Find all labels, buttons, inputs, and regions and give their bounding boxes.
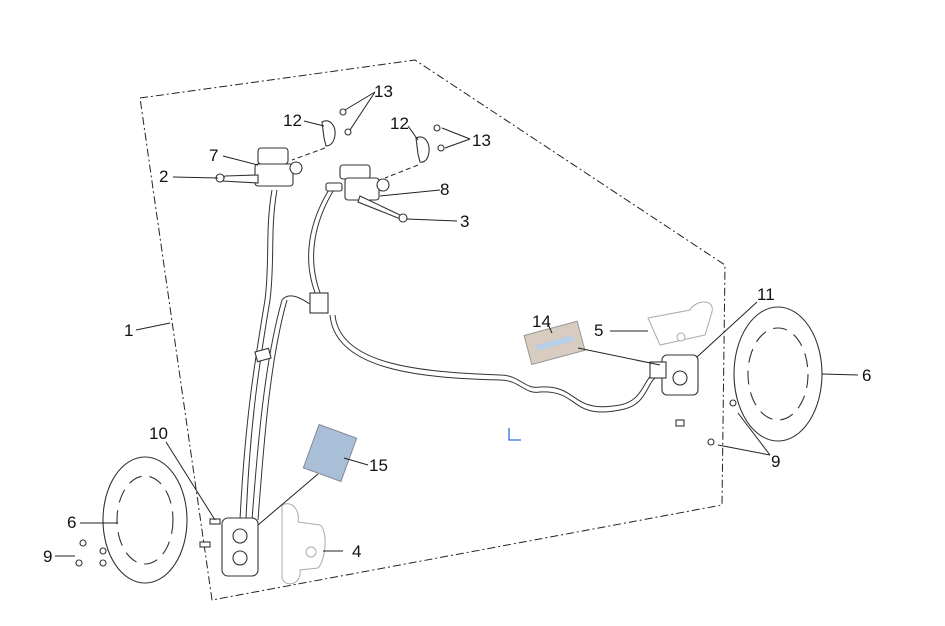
- front-caliper: [649, 354, 699, 427]
- callout-4: 4: [352, 542, 361, 561]
- clamps-and-bolts: [291, 108, 445, 179]
- callout-5: 5: [594, 321, 603, 340]
- callout-2: 2: [159, 167, 168, 186]
- callout-7: 7: [209, 146, 218, 165]
- rear-pad-spring: [302, 423, 358, 483]
- hose-clip: [254, 347, 272, 363]
- leader-lines: [55, 91, 859, 557]
- callout-13-left: 13: [374, 82, 393, 101]
- brake-disc-right: [733, 306, 823, 442]
- callout-1: 1: [124, 321, 133, 340]
- disc-bolts: [75, 399, 737, 567]
- assembly-boundary: [139, 59, 726, 601]
- corner-marker: [508, 428, 521, 441]
- callout-12-right: 12: [390, 114, 409, 133]
- callout-12-left: 12: [283, 111, 302, 130]
- callout-9-right: 9: [771, 452, 780, 471]
- callout-3: 3: [460, 212, 469, 231]
- brake-hoses: [239, 187, 661, 521]
- hose-junction: [309, 292, 329, 314]
- callout-14: 14: [532, 312, 551, 331]
- callout-11: 11: [757, 285, 775, 304]
- callout-labels: 1 2 3 4 5 6 6 7 8 9 9 10 11 12 12 13 13 …: [43, 82, 871, 566]
- left-master-cylinder: [215, 147, 303, 187]
- brake-disc-left: [102, 456, 188, 584]
- callout-8: 8: [440, 180, 449, 199]
- rear-brake-pad: [281, 503, 326, 585]
- spring-shape: [536, 335, 574, 351]
- callout-6-left: 6: [67, 513, 76, 532]
- rear-caliper: [199, 517, 259, 577]
- callout-9-left: 9: [43, 547, 52, 566]
- front-brake-pad: [647, 301, 713, 346]
- callout-10: 10: [149, 424, 168, 443]
- right-master-cylinder: [325, 164, 408, 223]
- callout-15: 15: [369, 456, 388, 475]
- callout-13-right: 13: [472, 131, 491, 150]
- callout-6-right: 6: [862, 366, 871, 385]
